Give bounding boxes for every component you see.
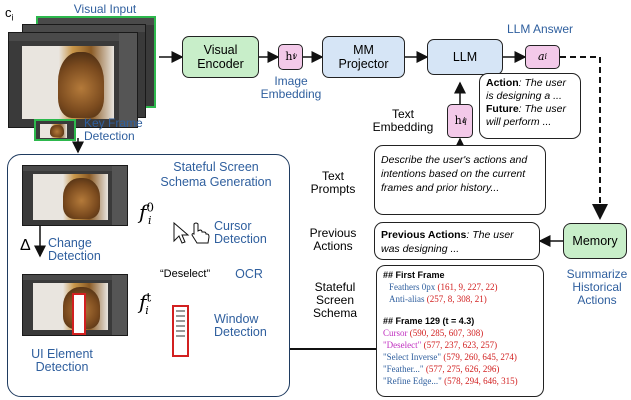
schema-first-frame-heading: ## First Frame xyxy=(383,270,445,280)
visual-input-c-label: ci xyxy=(5,5,14,23)
summarize-label: Summarize Historical Actions xyxy=(566,267,628,307)
f129-item-2-name: "Select Inverse" xyxy=(383,352,442,362)
f129-item-4-name: "Refine Edge..." xyxy=(383,376,442,386)
visual-input-title: Visual Input xyxy=(73,2,137,16)
image-embedding-sup: v xyxy=(292,52,298,61)
mm-projector-box: MM Projector xyxy=(322,36,405,78)
ocr-label: OCR xyxy=(235,267,263,281)
schema-f129-item: Cursor (590, 285, 607, 308) xyxy=(383,327,537,339)
ft-label: fti xyxy=(139,290,152,317)
ft-sup: t xyxy=(146,290,152,305)
image-embedding-label: Image Embedding xyxy=(260,74,322,101)
schema-ff-item: Anti-alias (257, 8, 308, 21) xyxy=(389,293,537,305)
c-label: c xyxy=(5,5,12,20)
visual-input-frames xyxy=(8,16,158,128)
ft-sub: i xyxy=(145,304,149,317)
f0-label: f0i xyxy=(139,200,155,227)
schema-frame-first xyxy=(22,165,128,226)
key-frame-thumbnail xyxy=(34,119,76,141)
memory-box: Memory xyxy=(563,223,627,259)
schema-f129-item: "Refine Edge..." (578, 294, 646, 315) xyxy=(383,375,537,387)
schema-ff-item: Feathers 0px (161, 9, 227, 22) xyxy=(389,281,537,293)
text-prompts-content: Describe the user's actions and intentio… xyxy=(381,154,528,194)
text-embedding-label: Text Embedding xyxy=(372,107,434,134)
previous-actions-box: Previous Actions: The user was designing… xyxy=(374,222,540,260)
previous-actions-value: : The user was designing ... xyxy=(381,229,514,255)
answer-future-val: : The user will perform ... xyxy=(486,103,566,128)
answer-action-val: : The user is designing a ... xyxy=(486,77,566,102)
schema-f129-item: "Deselect" (577, 237, 623, 257) xyxy=(383,339,537,351)
schema-f129-item: "Select Inverse" (579, 260, 645, 274) xyxy=(383,351,537,363)
previous-actions-label: Previous Actions xyxy=(309,226,357,253)
f129-item-4-coords: (578, 294, 646, 315) xyxy=(444,376,518,386)
text-embedding-sub: i xyxy=(462,116,466,125)
answer-action-key: Action xyxy=(486,77,519,89)
f129-item-3-coords: (577, 275, 626, 296) xyxy=(425,364,500,374)
cursor-icon xyxy=(173,221,210,244)
f129-item-0-name: Cursor xyxy=(383,328,408,338)
previous-actions-key: Previous Actions xyxy=(381,229,467,241)
ff-item-0-name: Feathers 0px xyxy=(389,282,436,292)
ff-item-0-coords: (161, 9, 227, 22) xyxy=(437,282,498,292)
schema-label: Stateful Screen Schema xyxy=(312,280,358,320)
visual-encoder-box: Visual Encoder xyxy=(182,36,259,78)
f129-item-1-coords: (577, 237, 623, 257) xyxy=(423,340,498,350)
ff-item-1-name: Anti-alias xyxy=(389,294,425,304)
frame-front xyxy=(8,32,138,128)
schema-f129-item: "Feather..." (577, 275, 626, 296) xyxy=(383,363,537,375)
llm-answer-title: LLM Answer xyxy=(506,22,574,36)
answer-box: Action: The user is designing a ... Futu… xyxy=(479,73,581,139)
f0-sup: 0 xyxy=(146,200,155,215)
f129-item-0-coords: (590, 285, 607, 308) xyxy=(409,328,484,338)
f0-sub: i xyxy=(148,214,152,227)
schema-frame129-heading: ## Frame 129 (t = 4.3) xyxy=(383,316,475,326)
window-detection-label: Window Detection xyxy=(214,312,267,339)
text-prompts-box: Describe the user's actions and intentio… xyxy=(374,145,546,215)
ui-element-highlight xyxy=(72,293,86,335)
stateful-generation-title: Stateful Screen Schema Generation xyxy=(160,160,272,189)
change-detection-label: Change Detection xyxy=(48,236,101,263)
f129-item-1-name: "Deselect" xyxy=(383,340,422,350)
stateful-schema-panel xyxy=(7,154,290,397)
f129-item-2-coords: (579, 260, 645, 274) xyxy=(443,352,517,362)
image-embedding-sub: i xyxy=(293,52,296,61)
text-embedding-sup: q xyxy=(461,116,467,125)
delta-label: Δ xyxy=(20,237,31,254)
key-frame-detection-label: Key Frame Detection xyxy=(84,116,143,143)
schema-box: ## First Frame Feathers 0px (161, 9, 227… xyxy=(376,265,544,397)
ui-element-detection-label: UI Element Detection xyxy=(31,347,93,374)
ff-item-1-coords: (257, 8, 308, 21) xyxy=(426,294,487,304)
deselect-quote: “Deselect” xyxy=(160,268,211,280)
f129-item-3-name: "Feather..." xyxy=(383,364,424,374)
llm-box: LLM xyxy=(427,39,503,75)
schema-frame-t xyxy=(22,274,128,336)
llm-answer-sub: i xyxy=(544,52,548,61)
text-prompts-label: Text Prompts xyxy=(310,169,356,196)
window-detection-menu xyxy=(172,305,189,357)
cursor-detection-label: Cursor Detection xyxy=(214,219,267,246)
answer-future-key: Future xyxy=(486,103,519,115)
c-sub: i xyxy=(11,12,14,23)
